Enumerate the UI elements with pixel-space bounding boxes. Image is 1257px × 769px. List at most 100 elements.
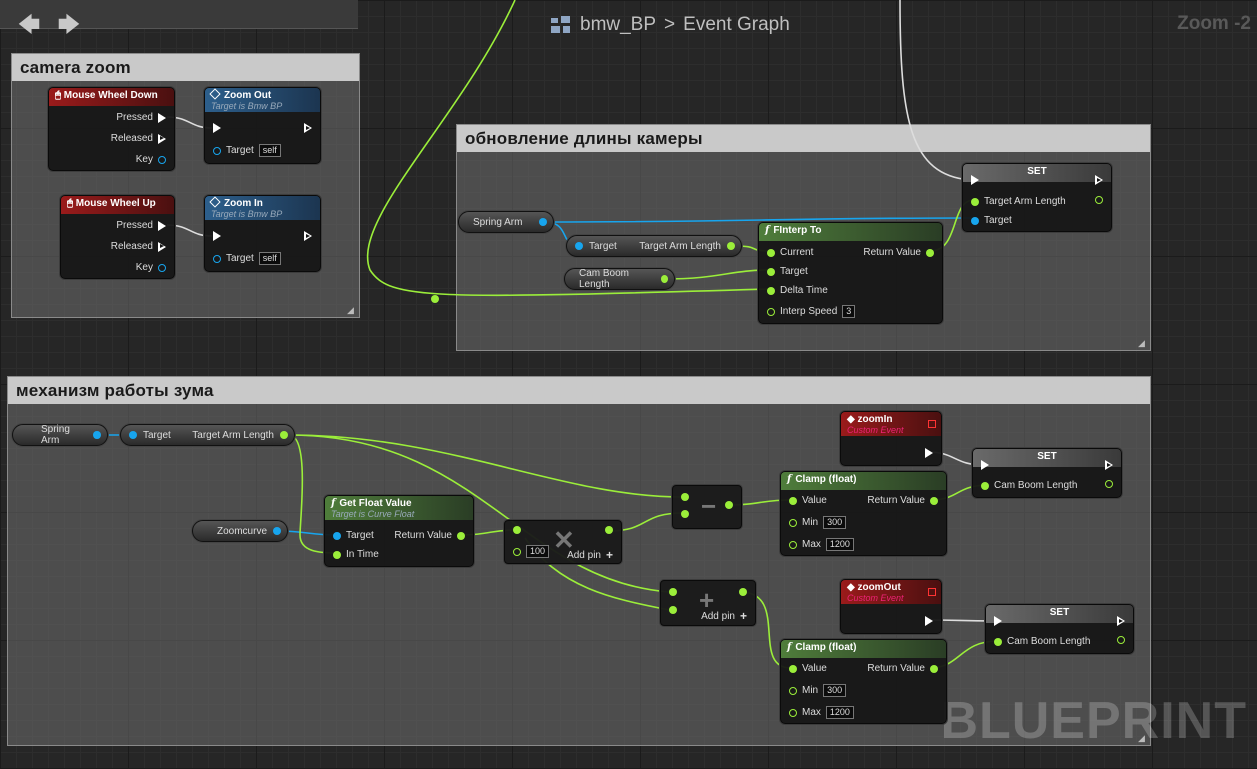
node-add[interactable]: + Add pin+ — [660, 580, 756, 626]
multiply-value-field[interactable]: 100 — [526, 545, 550, 558]
pin-return-value[interactable]: Return Value — [867, 663, 938, 674]
pin-exec-out[interactable] — [304, 123, 312, 133]
object-pin-icon[interactable] — [539, 218, 547, 226]
pin-result[interactable] — [725, 501, 733, 509]
pin-exec-in[interactable] — [971, 175, 979, 185]
pin-b[interactable] — [669, 606, 677, 614]
float-pin-icon[interactable] — [669, 588, 677, 596]
node-set-target-arm-length[interactable]: SET Target Arm Length Target — [962, 163, 1112, 232]
exec-pin-icon[interactable] — [1117, 616, 1125, 626]
float-pin-icon[interactable] — [789, 540, 797, 549]
comment-title[interactable]: обновление длины камеры — [457, 125, 1150, 152]
pin-key[interactable]: Key — [136, 262, 166, 273]
comment-title[interactable]: camera zoom — [12, 54, 359, 81]
exec-pin-icon[interactable] — [1095, 175, 1103, 185]
pin-value[interactable]: Value — [789, 495, 827, 506]
pin-b[interactable] — [681, 510, 689, 518]
pin-a[interactable] — [669, 588, 677, 596]
exec-pin-icon[interactable] — [158, 241, 166, 252]
float-pin-icon[interactable] — [1117, 636, 1125, 644]
node-set-cam-boom-length[interactable]: SET Cam Boom Length — [985, 604, 1134, 654]
pin-cam-boom-length[interactable]: Cam Boom Length — [994, 636, 1090, 647]
node-multiply[interactable]: ✕ 100 Add pin+ — [504, 520, 622, 564]
struct-pin-icon[interactable] — [158, 263, 166, 272]
pin-cam-boom-length[interactable]: Cam Boom Length — [981, 480, 1077, 491]
pin-key[interactable]: Key — [136, 154, 166, 165]
float-pin-icon[interactable] — [767, 248, 775, 257]
float-pin-icon[interactable] — [930, 496, 938, 505]
exec-pin-icon[interactable] — [304, 123, 312, 133]
resize-handle-icon[interactable]: ◢ — [1138, 733, 1145, 743]
pin-released[interactable]: Released — [111, 241, 166, 252]
float-pin-icon[interactable] — [926, 248, 934, 257]
float-pin-icon[interactable] — [789, 496, 797, 505]
pin-exec-out[interactable] — [1095, 175, 1103, 185]
resize-handle-icon[interactable]: ◢ — [347, 305, 354, 315]
pin-exec-out[interactable] — [925, 448, 933, 458]
min-value-field[interactable]: 300 — [823, 684, 847, 697]
node-mouse-wheel-up[interactable]: 🖱 Mouse Wheel Up Pressed Released Key — [60, 195, 175, 279]
pin-target[interactable]: Target — [971, 215, 1012, 226]
pin-target[interactable]: Target — [767, 266, 808, 277]
pin-a[interactable] — [681, 493, 689, 501]
add-pin-button[interactable]: Add pin+ — [701, 609, 747, 623]
float-pin-icon[interactable] — [1095, 196, 1103, 204]
pin-exec-in[interactable] — [981, 460, 989, 470]
float-pin-icon[interactable] — [930, 664, 938, 673]
object-pin-icon[interactable] — [273, 527, 281, 535]
pin-return-value[interactable]: Return Value — [394, 530, 465, 541]
exec-pin-icon[interactable] — [158, 133, 166, 144]
pin-current[interactable]: Current — [767, 247, 813, 258]
float-pin-icon[interactable] — [767, 286, 775, 295]
pin-exec-out[interactable] — [304, 231, 312, 241]
object-pin-icon[interactable] — [93, 431, 101, 439]
pin-exec-out[interactable] — [925, 616, 933, 626]
exec-pin-icon[interactable] — [971, 175, 979, 185]
exec-pin-icon[interactable] — [994, 616, 1002, 626]
pin-target-arm-length[interactable]: Target Arm Length — [971, 196, 1066, 207]
node-set-cam-boom-length[interactable]: SET Cam Boom Length — [972, 448, 1122, 498]
float-pin-icon[interactable] — [789, 686, 797, 695]
breadcrumb-graph[interactable]: Event Graph — [683, 14, 790, 35]
float-pin-icon[interactable] — [727, 242, 735, 250]
resize-handle-icon[interactable]: ◢ — [1138, 338, 1145, 348]
pin-target[interactable]: Target — [333, 530, 374, 541]
node-get-target-arm-length[interactable]: Target Target Arm Length — [566, 235, 742, 257]
node-zoomcurve-var[interactable]: Zoomcurve — [192, 520, 288, 542]
pin-exec-out[interactable] — [1105, 460, 1113, 470]
exec-pin-icon[interactable] — [158, 112, 166, 123]
float-pin-icon[interactable] — [513, 526, 521, 534]
exec-pin-icon[interactable] — [925, 448, 933, 458]
pin-released[interactable]: Released — [111, 133, 166, 144]
exec-pin-icon[interactable] — [304, 231, 312, 241]
add-pin-button[interactable]: Add pin+ — [567, 548, 613, 562]
exec-pin-icon[interactable] — [981, 460, 989, 470]
float-pin-icon[interactable] — [971, 197, 979, 206]
float-pin-icon[interactable] — [280, 431, 288, 439]
forward-arrow-icon[interactable]: 🡆 — [57, 12, 81, 37]
float-pin-icon[interactable] — [1105, 480, 1113, 488]
pin-output[interactable] — [1105, 480, 1113, 488]
float-pin-icon[interactable] — [789, 518, 797, 527]
float-pin-icon[interactable] — [605, 526, 613, 534]
node-get-target-arm-length[interactable]: Target Target Arm Length — [120, 424, 295, 446]
float-pin-icon[interactable] — [739, 588, 747, 596]
float-pin-icon[interactable] — [513, 547, 521, 556]
max-value-field[interactable]: 1200 — [825, 706, 854, 719]
float-pin-icon[interactable] — [767, 307, 775, 316]
pin-result[interactable] — [739, 588, 747, 596]
pin-exec-in[interactable] — [213, 123, 221, 133]
node-spring-arm-var[interactable]: Spring Arm — [12, 424, 108, 446]
float-pin-icon[interactable] — [725, 501, 733, 509]
pin-output[interactable] — [1117, 636, 1125, 644]
pin-return-value[interactable]: Return Value — [863, 247, 934, 258]
float-pin-icon[interactable] — [333, 550, 341, 559]
pin-pressed[interactable]: Pressed — [116, 112, 166, 123]
